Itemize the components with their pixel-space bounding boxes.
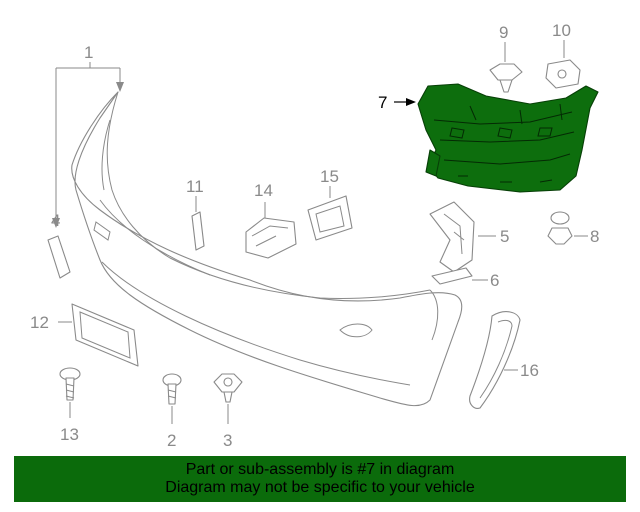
part-number-13: 13 [60, 425, 79, 444]
part-9-clip: 9 [489, 23, 523, 93]
banner-line-2: Diagram may not be specific to your vehi… [165, 479, 475, 496]
part-number-5: 5 [500, 227, 509, 246]
part-number-10: 10 [552, 21, 571, 40]
banner-line-1: Part or sub-assembly is #7 in diagram [185, 461, 455, 478]
part-13-screw: 13 [59, 367, 81, 444]
info-banner: Part or sub-assembly is #7 in diagram Di… [14, 456, 626, 502]
part-number-11: 11 [186, 177, 204, 196]
part-2-screw: 2 [162, 373, 182, 450]
part-number-15: 15 [320, 167, 339, 186]
callout-7: 7 [378, 93, 416, 112]
part-number-14: 14 [254, 181, 273, 200]
part-number-2: 2 [167, 431, 176, 450]
part-number-4: 4 [51, 211, 60, 230]
part-number-12: 12 [30, 313, 49, 332]
part-number-16: 16 [520, 361, 539, 380]
part-11-bracket: 11 [186, 177, 205, 251]
part-6-clip: 6 [431, 267, 499, 290]
bumper-cover [71, 91, 463, 407]
parts-diagram: 1 4 12 13 2 3 [30, 21, 599, 450]
part-8-push-clip: 8 [547, 211, 599, 246]
part-16-side-trim: 16 [469, 311, 539, 409]
part-12-license-bracket: 12 [30, 303, 139, 367]
part-10-nut-clip: 10 [545, 21, 581, 89]
part-3-nut: 3 [213, 373, 243, 450]
part-14-bracket: 14 [245, 181, 297, 259]
part-4-reflector: 4 [47, 211, 71, 279]
part-5-bracket: 5 [429, 201, 509, 273]
callout-1: 1 [52, 43, 124, 228]
part-number-3: 3 [223, 431, 232, 450]
part-number-9: 9 [499, 23, 508, 42]
part-number-8: 8 [590, 227, 599, 246]
part-number-7: 7 [378, 93, 387, 112]
part-15-bracket: 15 [307, 167, 353, 241]
part-number-6: 6 [490, 271, 499, 290]
part-7-bumper-carrier [417, 83, 599, 193]
part-number-1: 1 [84, 43, 93, 62]
